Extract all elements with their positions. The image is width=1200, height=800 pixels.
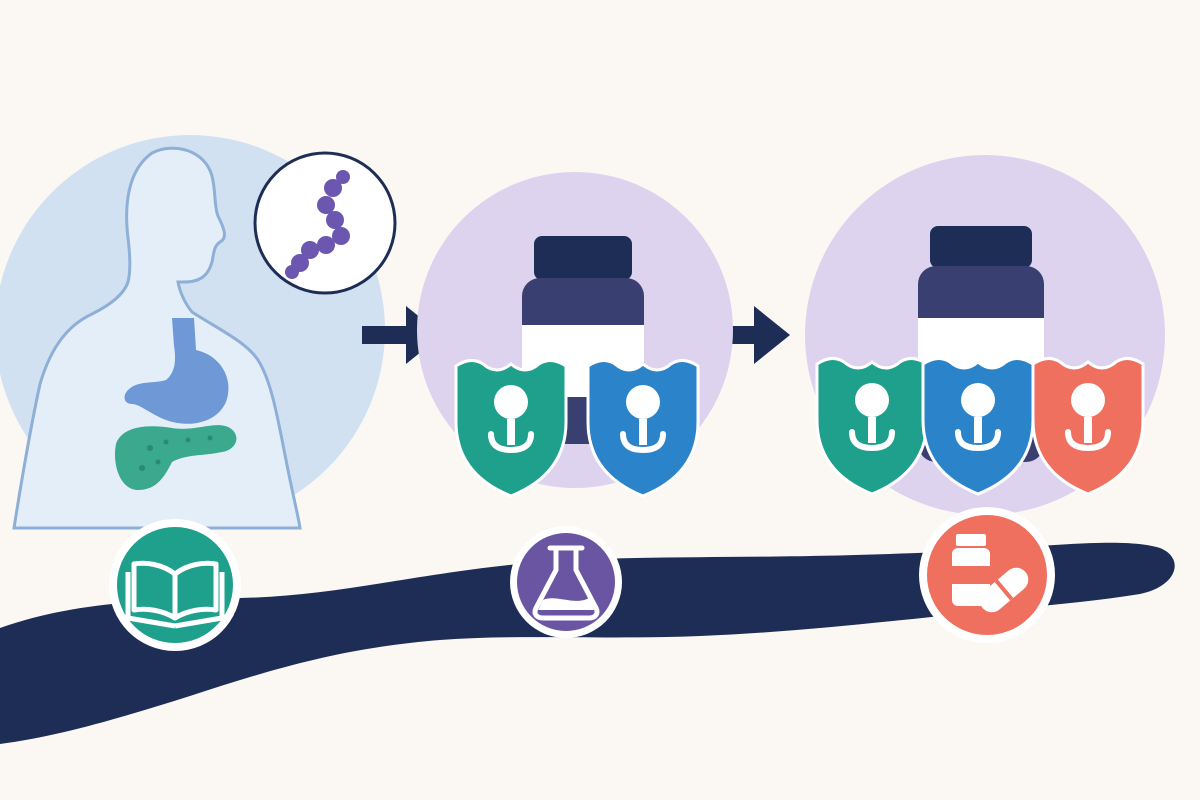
bacteria-cell [285, 265, 299, 279]
bacteria-cell [326, 211, 344, 229]
bacteria-lens [253, 151, 397, 295]
pancreas-icon [114, 425, 237, 490]
pancreas-dot [147, 445, 153, 451]
timeline-path [0, 542, 1175, 744]
bacteria-cell [332, 227, 350, 245]
bacteria-cell [336, 170, 350, 184]
bacteria-chain-icon [253, 151, 397, 295]
stage-triple-therapy [805, 155, 1165, 515]
bacteria-cell [301, 241, 319, 259]
stomach-icon [124, 318, 229, 424]
flask-icon [532, 545, 600, 621]
pancreas-dot [139, 465, 145, 471]
bottle-cap [930, 226, 1032, 268]
book-cover-right [174, 572, 225, 629]
bottle-cap [534, 236, 632, 280]
book-left-page [131, 560, 178, 621]
bacteria-cell [317, 236, 335, 254]
bacteria-cell [324, 179, 342, 197]
flask-liquid [538, 598, 594, 610]
milestone-flask [510, 526, 622, 638]
capsule-seam [994, 579, 1014, 601]
bacteria-cell [317, 196, 335, 214]
pancreas-shape [114, 425, 237, 490]
pancreas-dot [163, 439, 169, 445]
book-right-page [172, 560, 219, 621]
flask-outline [532, 548, 600, 621]
book-cover-left [125, 572, 176, 629]
pill-bottle-label [952, 566, 990, 584]
open-book-icon [125, 560, 225, 629]
milestone-book [109, 519, 241, 651]
pancreas-dot [185, 437, 191, 443]
pill-bottle-icon [952, 534, 990, 606]
pancreas-dot [155, 459, 161, 465]
pancreas-dot [207, 435, 213, 441]
pill-bottle-cap [956, 534, 986, 546]
milestone-pills [919, 507, 1055, 643]
arrow-shaft [362, 326, 412, 344]
arrow-head [754, 306, 790, 364]
stage-dual-therapy [417, 172, 733, 498]
stage-pathogen [0, 135, 397, 530]
capsule-icon [979, 567, 1029, 613]
